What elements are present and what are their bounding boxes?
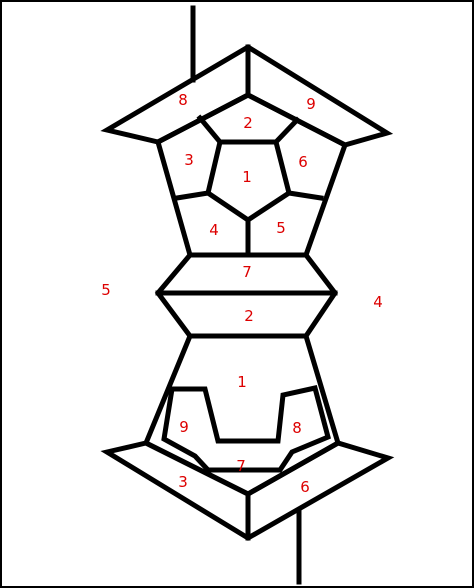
label-top-6: 6 [298,153,308,171]
label-top-3: 3 [184,151,194,169]
top-outer-pentagon [155,92,349,258]
label-bottom-1: 1 [237,373,247,391]
label-outer-left-5: 5 [101,281,111,299]
label-outer-right-4: 4 [373,293,383,311]
top-spoke-1 [196,114,224,146]
label-bottom-7: 7 [236,457,246,475]
top-spoke-3 [174,190,211,201]
label-mid-2: 2 [244,307,254,325]
top-inner-pentagon [205,139,292,224]
label-top-4: 4 [209,221,219,239]
top-spoke-2 [272,116,301,146]
label-mid-7: 7 [242,263,252,281]
label-bottom-9: 9 [179,418,189,436]
label-top-5: 5 [276,219,286,237]
label-top-2: 2 [243,114,253,132]
label-bottom-8: 8 [292,419,302,437]
label-top-1: 1 [242,168,252,186]
label-bottom-3: 3 [178,473,188,491]
bottom-inner-shape [161,385,331,473]
top-spoke-4 [286,190,324,201]
label-top-8: 8 [178,91,188,109]
label-bottom-6: 6 [300,478,310,496]
label-top-9: 9 [306,95,316,113]
